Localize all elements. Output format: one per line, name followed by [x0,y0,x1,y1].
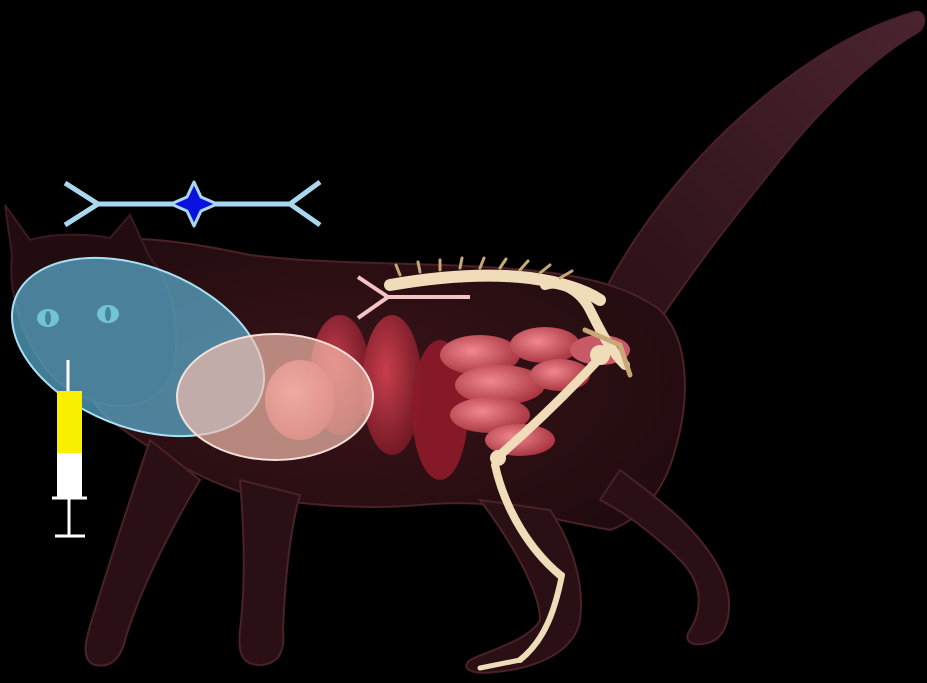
cat-tail [600,12,924,320]
cat-front-leg-right [239,480,300,665]
neuron-soma-star-icon [171,182,217,226]
cat-front-leg-left [86,440,200,666]
cat-hind-leg-right [600,470,729,644]
sensory-neuron-icon [65,182,320,226]
abdomen-region-ellipse [177,334,373,460]
